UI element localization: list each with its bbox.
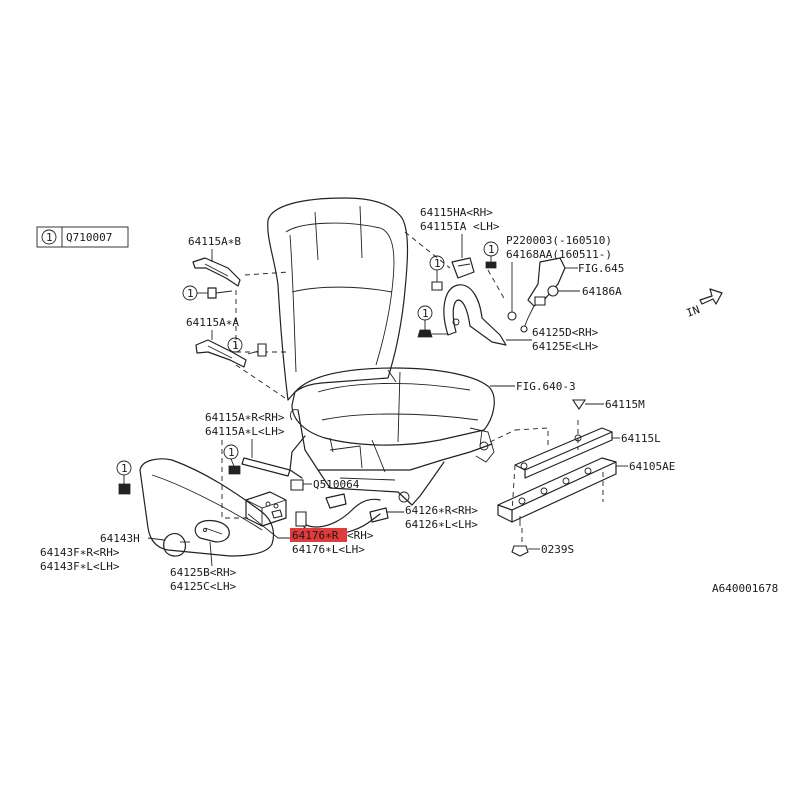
- callout-number: 1: [434, 257, 441, 270]
- dash-64115ab: [244, 271, 289, 276]
- label-64115l: 64115L: [621, 432, 661, 445]
- callout-number: 1: [232, 339, 239, 352]
- part-64125b: 1 64125B<RH> 64125C<LH>: [116, 458, 275, 593]
- legend-circle-number: 1: [46, 231, 53, 244]
- label-64176l: 64176∗L<LH>: [292, 543, 365, 556]
- label-64143fl: 64143F∗L<LH>: [40, 560, 120, 573]
- part-64105ae: 64105AE: [497, 457, 675, 526]
- label-64143h: 64143H: [100, 532, 140, 545]
- callout-number: 1: [228, 446, 235, 459]
- callout-number: 1: [121, 462, 128, 475]
- seat-cushion: [291, 367, 495, 453]
- callout-number: 1: [422, 307, 429, 320]
- in-arrow-label: IN: [685, 303, 702, 320]
- part-64115ab: 64115A∗B 1: [182, 235, 241, 301]
- part-q510064: Q510064: [290, 478, 360, 491]
- label-64125b: 64125B<RH>: [170, 566, 237, 579]
- label-64105ae: 64105AE: [629, 460, 675, 473]
- label-64126r: 64126∗R<RH>: [405, 504, 478, 517]
- part-64115ar: 64115A∗R<RH> 64115A∗L<LH> 1: [205, 411, 291, 477]
- label-fig640: FIG.640-3: [516, 380, 576, 393]
- legend-q710007: 1 Q710007: [36, 226, 129, 248]
- dash-left-bracket: [221, 440, 248, 519]
- part-64115l: 64115L: [514, 427, 661, 479]
- seat-frame: [289, 409, 495, 506]
- label-64115aa: 64115A∗A: [186, 316, 239, 329]
- label-64143fr: 64143F∗R<RH>: [40, 546, 120, 559]
- label-64125c: 64125C<LH>: [170, 580, 237, 593]
- part-0239s: 0239S: [511, 543, 574, 557]
- part-64125d: 1 64125D<RH> 64125E<LH>: [417, 284, 599, 353]
- dash-rail: [514, 427, 549, 448]
- label-64186a: 64186A: [582, 285, 622, 298]
- diagram-code: A640001678: [712, 582, 778, 595]
- highlight-64176r: [290, 528, 347, 542]
- label-64126l: 64126∗L<LH>: [405, 518, 478, 531]
- part-64115aa: 64115A∗A 1: [186, 316, 267, 368]
- label-fig645: FIG.645: [578, 262, 624, 275]
- part-p220003: P220003(-160510) 64168AA(160511-) FIG.64…: [506, 234, 624, 333]
- label-64115ia: 64115IA <LH>: [420, 220, 500, 233]
- dash-headrest: [404, 231, 451, 269]
- callout-number: 1: [187, 287, 194, 300]
- callout-number: 1: [488, 243, 495, 256]
- label-64176r: 64176∗R: [292, 529, 339, 542]
- label-64115al: 64115A∗L<LH>: [205, 425, 285, 438]
- label-64125d: 64125D<RH>: [532, 326, 599, 339]
- legend-code: Q710007: [66, 231, 112, 244]
- part-64115ha: 64115HA<RH> 64115IA <LH> 1 1: [420, 206, 500, 291]
- label-p220003: P220003(-160510): [506, 234, 612, 247]
- label-64176r-side: <RH>: [347, 529, 374, 542]
- label-64115ha: 64115HA<RH>: [420, 206, 493, 219]
- seat-back: [267, 197, 409, 401]
- label-64115ar: 64115A∗R<RH>: [205, 411, 285, 424]
- part-64115m: 64115M: [571, 398, 645, 411]
- label-0239s: 0239S: [541, 543, 574, 556]
- part-64176: 64176∗R <RH> 64176∗L<LH>: [290, 528, 374, 556]
- label-64115m: 64115M: [605, 398, 645, 411]
- label-64115ab: 64115A∗B: [188, 235, 241, 248]
- label-64168aa: 64168AA(160511-): [506, 248, 612, 261]
- label-q510064: Q510064: [313, 478, 360, 491]
- part-switch-module: [245, 491, 292, 539]
- in-direction-arrow: IN: [685, 288, 723, 320]
- label-64125e: 64125E<LH>: [532, 340, 599, 353]
